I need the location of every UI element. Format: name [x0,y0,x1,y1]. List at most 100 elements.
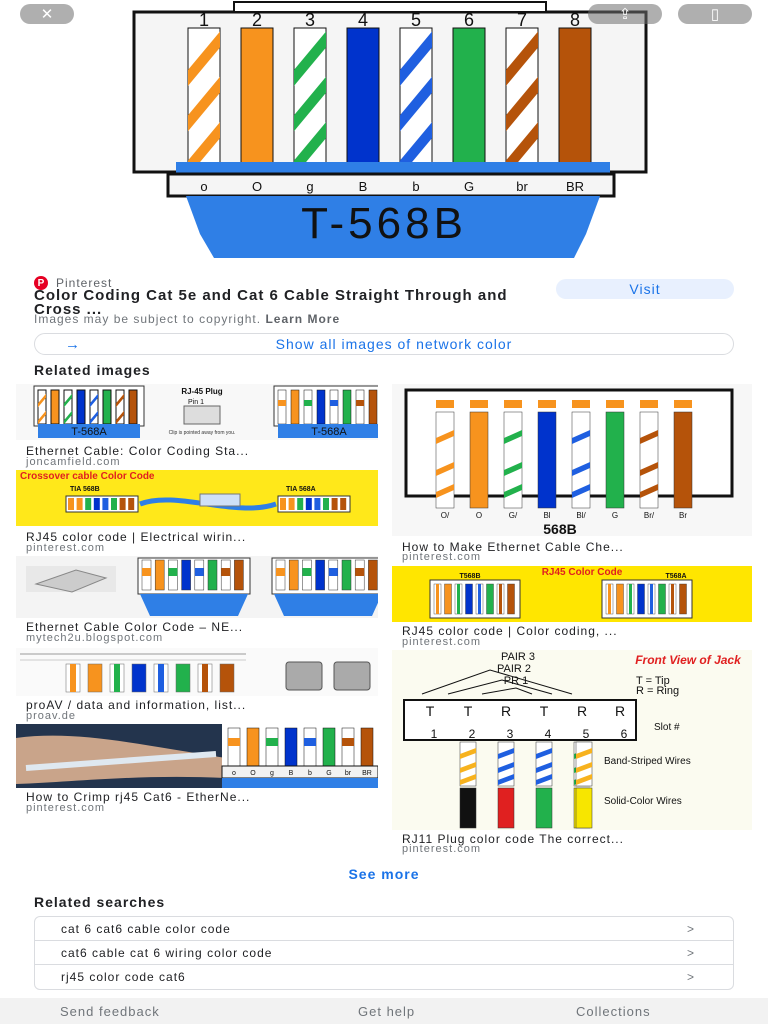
related-image-card[interactable]: RJ45 Color Code T568B T568A RJ45 color c… [392,566,752,648]
thumb0-wire [342,389,352,425]
thumb-label-b: T-568A [311,426,347,438]
thumb1-wire-label: O [476,511,482,520]
learn-more-link[interactable]: Learn More [265,312,341,326]
close-button[interactable]: ✕ [20,4,74,24]
related-search-item[interactable]: cat6 cable cat 6 wiring color code > [35,941,733,965]
thumb3-wire [486,583,494,615]
thumb4-wire-stripe [276,568,285,576]
related-search-item[interactable]: cat 6 cat6 cable color code > [35,917,733,941]
thumb7-wire-label: b [308,770,312,777]
thumb6-pin-letter: R [501,703,511,719]
thumb5-wire [87,663,103,693]
thumb2-wire [85,498,92,510]
thumb5-wire-stripe [158,664,164,692]
related-image-card[interactable]: proAV / data and information, list... pr… [16,648,378,722]
collections-link[interactable]: Collections [576,1003,651,1019]
source-row[interactable]: P Pinterest [34,276,112,290]
related-image-card[interactable]: Crossover cable Color Code TIA 568B TIA … [16,470,378,554]
share-button[interactable]: ⇪ [588,4,662,24]
wire-color-label: G [464,179,474,194]
show-all-images-button[interactable]: → Show all images of network color [34,333,734,355]
close-icon: ✕ [40,6,54,23]
thumb7-wire [341,727,355,767]
thumb3-wire [465,583,473,615]
related-image-card[interactable]: PAIR 3 PAIR 2 PR 1 Front View of Jack T … [392,650,752,855]
related-source: pinterest.com [26,542,106,554]
thumb6-pin-letter: T [540,703,549,719]
thumb6-band-stripe [536,748,552,759]
wire-color-label: br [516,179,528,194]
thumb1-pin-tag [674,400,692,408]
related-title: How to Crimp rj45 Cat6 - EtherNe... [26,790,251,804]
thumb2-wire [331,498,338,510]
thumb-label-clip: Clip is pointed away from you. [169,430,236,436]
wire-color-label: b [412,179,419,194]
thumb-label-solid: Solid-Color Wires [604,796,682,807]
thumb6-band-stripe [576,762,592,773]
thumb1-wire-label: Bl [543,511,550,520]
show-all-label: Show all images of network color [275,336,513,352]
thumb0-wire [290,389,300,425]
thumb7-wire-label: B [289,770,294,777]
thumb6-band-stripe [576,748,592,759]
save-button[interactable]: ▯ [678,4,752,24]
thumb2-wire [76,498,83,510]
thumb1-wire-stripe [640,430,658,444]
pin-number-label: 7 [517,10,527,30]
thumb1-pin-tag [470,400,488,408]
thumb-label-slot: Slot # [654,722,680,733]
related-thumbnail [16,648,378,696]
thumb4-wire-stripe [328,568,338,576]
thumb4-wire [181,559,191,591]
thumb2-wire [68,498,74,510]
send-feedback-link[interactable]: Send feedback [60,1003,160,1019]
pinterest-logo-icon: P [34,276,48,290]
thumb1-wire-stripe [436,484,454,498]
thumb4-wire [315,559,325,591]
hero-wire-stripe [188,31,220,86]
related-source: pinterest.com [26,802,106,814]
related-source: mytech2u.blogspot.com [26,632,164,644]
thumb-label-ring: R = Ring [636,685,679,697]
thumb3-wire [444,583,452,615]
visit-button[interactable]: Visit [556,279,734,299]
thumb2-wire [119,498,126,510]
related-thumbnail: PAIR 3 PAIR 2 PR 1 Front View of Jack T … [392,650,752,830]
thumb1-wire-label: G [612,511,618,520]
pin-number-label: 1 [199,10,209,30]
thumb7-wire [360,727,374,767]
get-help-link[interactable]: Get help [358,1003,416,1019]
thumb0-wire [128,389,138,425]
hero-wire-stripe [400,31,432,86]
thumb-label-crossover: Crossover cable Color Code [20,471,155,482]
thumb-label-front-view: Front View of Jack [635,653,742,667]
thumb-label-pair3: PAIR 3 [501,651,535,663]
thumb1-pin-tag [640,400,658,408]
related-image-card[interactable]: T-568A T-568A RJ-45 Plug Pin 1 Clip is p… [16,384,378,468]
related-image-card[interactable]: Ethernet Cable Color Code – NE... mytech… [16,556,378,644]
thumb-label-tip: T = Tip [636,675,670,687]
thumb0-wire [50,389,60,425]
chevron-right-icon: > [686,945,695,960]
thumb2-wire [314,498,321,510]
wire-color-label: o [200,179,207,194]
thumb6-pin-number: 2 [469,727,476,741]
thumb-label-plug: RJ-45 Plug [181,387,222,396]
thumb7-wire-stripe [228,738,240,746]
hero-wire-stripe [188,76,220,132]
hero-wire-stripe [294,31,326,86]
hero-wire-stripe [294,76,326,132]
hero-wire-stripe [506,31,538,86]
thumb7-wire [227,727,241,767]
see-more-link[interactable]: See more [348,866,420,882]
related-search-item[interactable]: rj45 color code cat6 > [35,965,733,989]
thumb0-wire [355,389,365,425]
result-title[interactable]: Color Coding Cat 5e and Cat 6 Cable Stra… [34,287,508,318]
wire-color-label: g [306,179,313,194]
thumb3-wire-stripe [499,584,502,614]
thumb2-wire [340,498,347,510]
